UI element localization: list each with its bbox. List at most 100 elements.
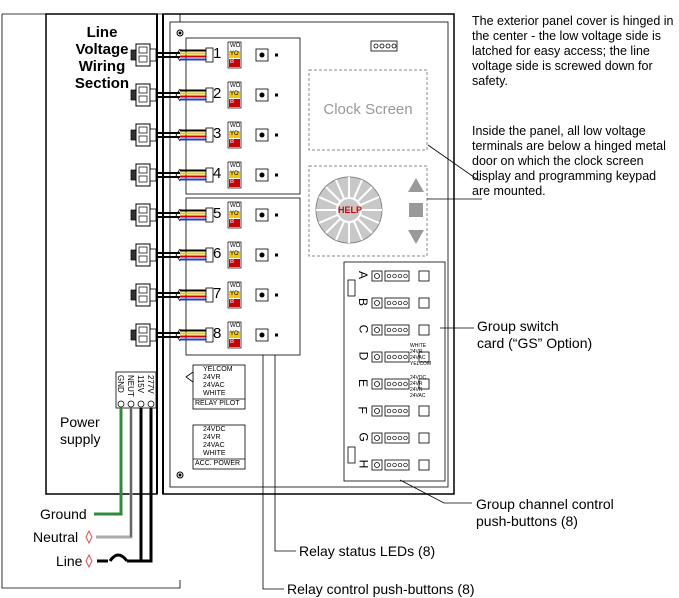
- line-label: Line: [56, 553, 83, 569]
- breaker: [130, 283, 157, 307]
- breaker: [130, 203, 157, 227]
- relay-row: [156, 241, 278, 269]
- breakers: [130, 43, 157, 347]
- relay-wire-label: WO: [230, 163, 241, 169]
- terminal-gnd: GND: [116, 375, 125, 393]
- group-row[interactable]: [371, 297, 430, 309]
- group-row[interactable]: [371, 324, 430, 336]
- relay-wire-label: YO: [230, 131, 239, 137]
- relay-wire-label: YO: [230, 211, 239, 217]
- relay-wire-label: YO: [230, 51, 239, 57]
- relay-row: [156, 81, 278, 109]
- group-letter: H: [356, 459, 371, 469]
- relay-row: [156, 201, 278, 229]
- relay-wire-label: YO: [230, 91, 239, 97]
- relay-wire-label: WO: [230, 203, 241, 209]
- group-row[interactable]: [371, 459, 430, 471]
- relay-pilot-line: 24VAC: [203, 382, 225, 389]
- relay-number: 7: [213, 285, 222, 302]
- group-letter: G: [356, 432, 371, 442]
- relay-wire-label: B: [230, 339, 235, 345]
- ground-label: Ground: [40, 506, 87, 522]
- relay-wire-label: YO: [230, 251, 239, 257]
- relay-pilot-title: RELAY PILOT: [195, 400, 240, 407]
- group-letter: E: [356, 378, 371, 388]
- acc-power-line: 24VDC: [203, 426, 226, 433]
- power-supply-label-line-2: supply: [60, 431, 101, 447]
- neutral-label: Neutral: [33, 529, 79, 545]
- relay-wire-label: WO: [230, 43, 241, 49]
- breaker: [130, 83, 157, 107]
- relay-row: [156, 281, 278, 309]
- relay-pilot-line: WHITE: [203, 390, 226, 397]
- relay-wire-label: WO: [230, 123, 241, 129]
- relay-row: [156, 41, 278, 69]
- group-row[interactable]: [371, 378, 430, 390]
- breaker: [130, 243, 157, 267]
- terminal-277v: 277V: [146, 375, 155, 394]
- e-label: 24VR: [410, 381, 423, 387]
- acc-power-title: ACC. POWER: [195, 460, 241, 467]
- group-buttons-label: Group channel control push-buttons (8): [476, 496, 614, 530]
- relay-wire-label: YO: [230, 171, 239, 177]
- d-label: 24VR: [410, 349, 423, 355]
- section-title-line-3: Wiring: [78, 58, 126, 75]
- leader-lines: [262, 144, 482, 590]
- group-row[interactable]: [371, 432, 430, 444]
- diamond-markers: [85, 529, 93, 569]
- relay-wire-label: B: [230, 219, 235, 225]
- power-supply-label-line-1: Power: [60, 414, 100, 430]
- relay-number: 6: [213, 245, 222, 262]
- group-buttons-label-line-2: push-buttons (8): [476, 513, 578, 529]
- section-title-line-1: Line: [86, 24, 118, 41]
- keypad: [315, 176, 424, 244]
- group-letter: C: [356, 324, 371, 334]
- terminal-neut: NEUT: [126, 375, 135, 397]
- acc-power-line: 24VAC: [203, 442, 225, 449]
- relay-wire-label: YO: [230, 291, 239, 297]
- d-label: YELCOM: [410, 361, 432, 367]
- relay-wire-label: B: [230, 179, 235, 185]
- top-connector: [370, 40, 398, 52]
- group-letter: D: [356, 351, 371, 361]
- group-row[interactable]: [371, 270, 430, 282]
- help-button-label[interactable]: HELP: [338, 205, 363, 215]
- relay-number: 5: [213, 205, 222, 222]
- relay-wire-label: B: [230, 99, 235, 105]
- group-letter: B: [356, 297, 371, 307]
- e-label: 24VAC: [410, 393, 426, 399]
- breaker: [130, 323, 157, 347]
- relay-pilot-box: YELCOM 24VR 24VAC WHITE: [203, 366, 233, 398]
- e-labels: 24VDC 24VR 24VR 24VAC: [410, 375, 426, 399]
- cover-note: The exterior panel cover is hinged in th…: [472, 14, 674, 88]
- gs-card-label: Group switch card (“GS” Option): [477, 318, 592, 352]
- breaker: [130, 43, 157, 67]
- relay-wire-label: WO: [230, 243, 241, 249]
- clock-screen-label: Clock Screen: [323, 101, 413, 118]
- relay-pilot-line: 24VR: [203, 374, 221, 381]
- relay-wire-label: B: [230, 139, 235, 145]
- relay-wire-label: B: [230, 259, 235, 265]
- relay-wire-label: WO: [230, 283, 241, 289]
- e-label: 24VR: [410, 387, 423, 393]
- mount-screws: [176, 29, 184, 479]
- e-label: 24VDC: [410, 375, 427, 381]
- power-supply-label: Power supply: [60, 414, 100, 448]
- relay-pilot-line: YELCOM: [203, 366, 233, 373]
- gs-rows: [371, 270, 430, 471]
- breaker: [130, 163, 157, 187]
- gs-card: [343, 261, 446, 482]
- section-title-line-4: Section: [74, 75, 130, 92]
- relay-row: [156, 161, 278, 189]
- relay-row: [156, 321, 278, 349]
- relay-number: 1: [213, 45, 222, 62]
- power-wires: [94, 408, 153, 563]
- relay-wire-label: WO: [230, 323, 241, 329]
- relay-wire-label: B: [230, 299, 235, 305]
- group-row[interactable]: [371, 351, 430, 363]
- group-row[interactable]: [371, 405, 430, 417]
- terminal-115v: 115V: [136, 375, 145, 394]
- inside-note: Inside the panel, all low voltage termin…: [472, 124, 666, 198]
- relay-wire-label: WO: [230, 83, 241, 89]
- relay-boards: [185, 37, 301, 356]
